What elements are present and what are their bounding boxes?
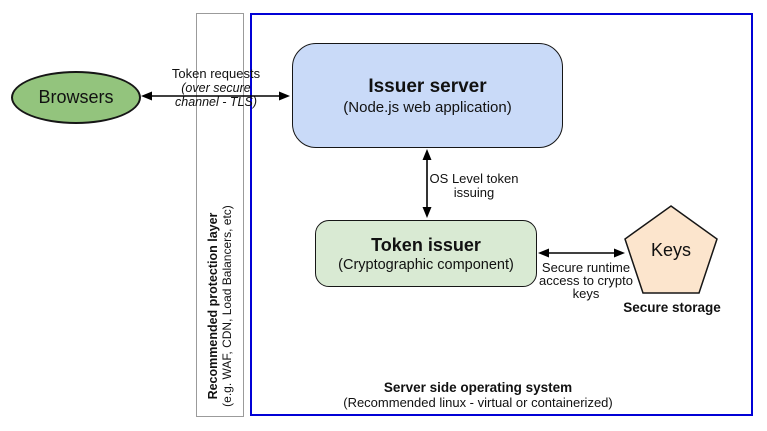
issuer-server-subtitle: (Node.js web application): [343, 98, 512, 116]
token-requests-subtitle: (over secure channel - TLS): [175, 81, 257, 109]
issuer-server-title: Issuer server: [368, 75, 487, 97]
token-issuer-title: Token issuer: [371, 234, 481, 255]
secure-runtime-label: Secure runtime access to crypto keys: [539, 260, 633, 301]
token-issuer-node: Token issuer (Cryptographic component): [315, 220, 537, 287]
protection-layer-subtitle: (e.g. WAF, CDN, Load Balancers, etc): [220, 205, 234, 407]
secure-storage-caption: Secure storage: [623, 300, 721, 315]
keys-label: Keys: [650, 240, 692, 260]
server-os-title: Server side operating system: [383, 380, 573, 395]
issuer-server-node: Issuer server (Node.js web application): [292, 43, 563, 148]
browsers-node: Browsers: [11, 71, 141, 124]
token-requests-label: Token requests (over secure channel - TL…: [160, 66, 272, 110]
server-os-caption: Server side operating system (Recommende…: [250, 380, 706, 410]
os-level-token-label: OS Level token issuing: [429, 171, 519, 200]
protection-layer-bar: [196, 13, 244, 417]
server-os-container: [250, 13, 753, 416]
browsers-label: Browsers: [38, 87, 114, 107]
token-issuer-subtitle: (Cryptographic component): [338, 256, 514, 273]
token-requests-title: Token requests: [171, 66, 261, 81]
protection-layer-title: Recommended protection layer: [206, 212, 220, 400]
server-os-subtitle: (Recommended linux - virtual or containe…: [343, 395, 613, 410]
